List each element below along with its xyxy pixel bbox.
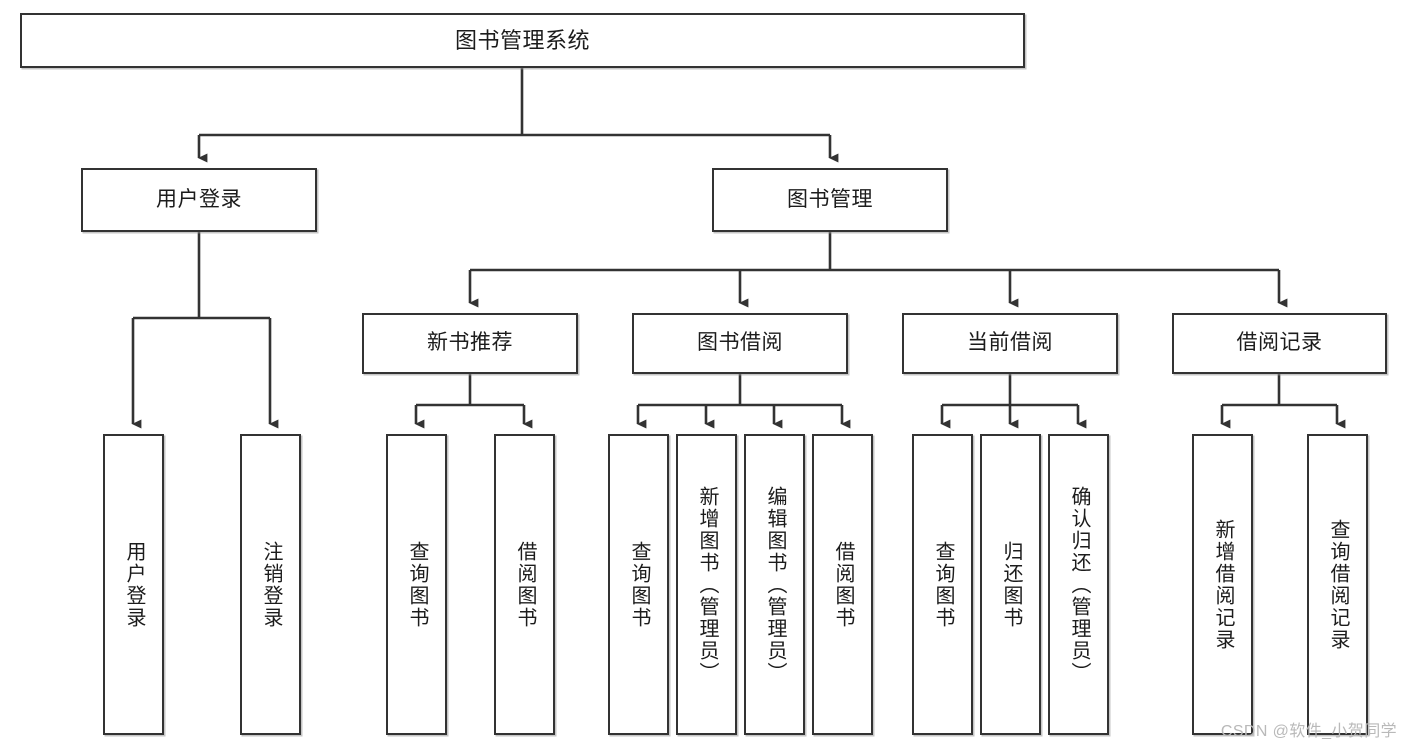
node-leaf-borrow-book[interactable]: 借阅图书 — [812, 434, 873, 735]
node-leaf-query-book-current[interactable]: 查询图书 — [912, 434, 973, 735]
node-leaf-return-book[interactable]: 归还图书 — [980, 434, 1041, 735]
node-leaf-logout-login[interactable]: 注销登录 — [240, 434, 301, 735]
node-leaf-borrow-book-recommend[interactable]: 借阅图书 — [494, 434, 555, 735]
node-leaf-add-book[interactable]: 新增图书（管理员） — [676, 434, 737, 735]
node-leaf-add-borrow-record[interactable]: 新增借阅记录 — [1192, 434, 1253, 735]
node-label: 当前借阅 — [967, 331, 1053, 355]
node-leaf-confirm-return[interactable]: 确认归还（管理员） — [1048, 434, 1109, 735]
node-label: 查询图书 — [628, 540, 650, 629]
node-root-book-management-system[interactable]: 图书管理系统 — [20, 13, 1025, 68]
node-label: 借阅图书 — [514, 540, 536, 629]
node-leaf-user-login[interactable]: 用户登录 — [103, 434, 164, 735]
node-leaf-query-borrow-record[interactable]: 查询借阅记录 — [1307, 434, 1368, 735]
node-current-borrow[interactable]: 当前借阅 — [902, 313, 1118, 374]
node-label: 查询图书 — [932, 540, 954, 629]
node-label: 查询借阅记录 — [1327, 518, 1349, 651]
node-label: 借阅图书 — [832, 540, 854, 629]
node-book-borrow[interactable]: 图书借阅 — [632, 313, 848, 374]
node-label: 确认归还（管理员） — [1068, 485, 1090, 684]
node-leaf-query-book-recommend[interactable]: 查询图书 — [386, 434, 447, 735]
node-label: 归还图书 — [1000, 540, 1022, 629]
node-label: 图书借阅 — [697, 331, 783, 355]
node-leaf-edit-book[interactable]: 编辑图书（管理员） — [744, 434, 805, 735]
node-label: 图书管理 — [787, 187, 873, 211]
node-label: 图书管理系统 — [454, 27, 590, 53]
node-label: 新增借阅记录 — [1212, 518, 1234, 651]
node-label: 借阅记录 — [1236, 331, 1323, 355]
node-label: 用户登录 — [123, 540, 145, 629]
node-label: 新增图书（管理员） — [696, 485, 718, 684]
node-label: 注销登录 — [260, 540, 282, 629]
node-borrow-record[interactable]: 借阅记录 — [1172, 313, 1387, 374]
node-new-book-recommend[interactable]: 新书推荐 — [362, 313, 578, 374]
node-leaf-query-book-borrow[interactable]: 查询图书 — [608, 434, 669, 735]
node-label: 查询图书 — [406, 540, 428, 629]
node-label: 编辑图书（管理员） — [764, 485, 786, 684]
node-book-management[interactable]: 图书管理 — [712, 168, 948, 232]
watermark: CSDN @软件_小贺同学 — [1220, 723, 1397, 740]
node-user-login[interactable]: 用户登录 — [81, 168, 317, 232]
node-label: 新书推荐 — [427, 331, 513, 355]
node-label: 用户登录 — [156, 187, 242, 211]
